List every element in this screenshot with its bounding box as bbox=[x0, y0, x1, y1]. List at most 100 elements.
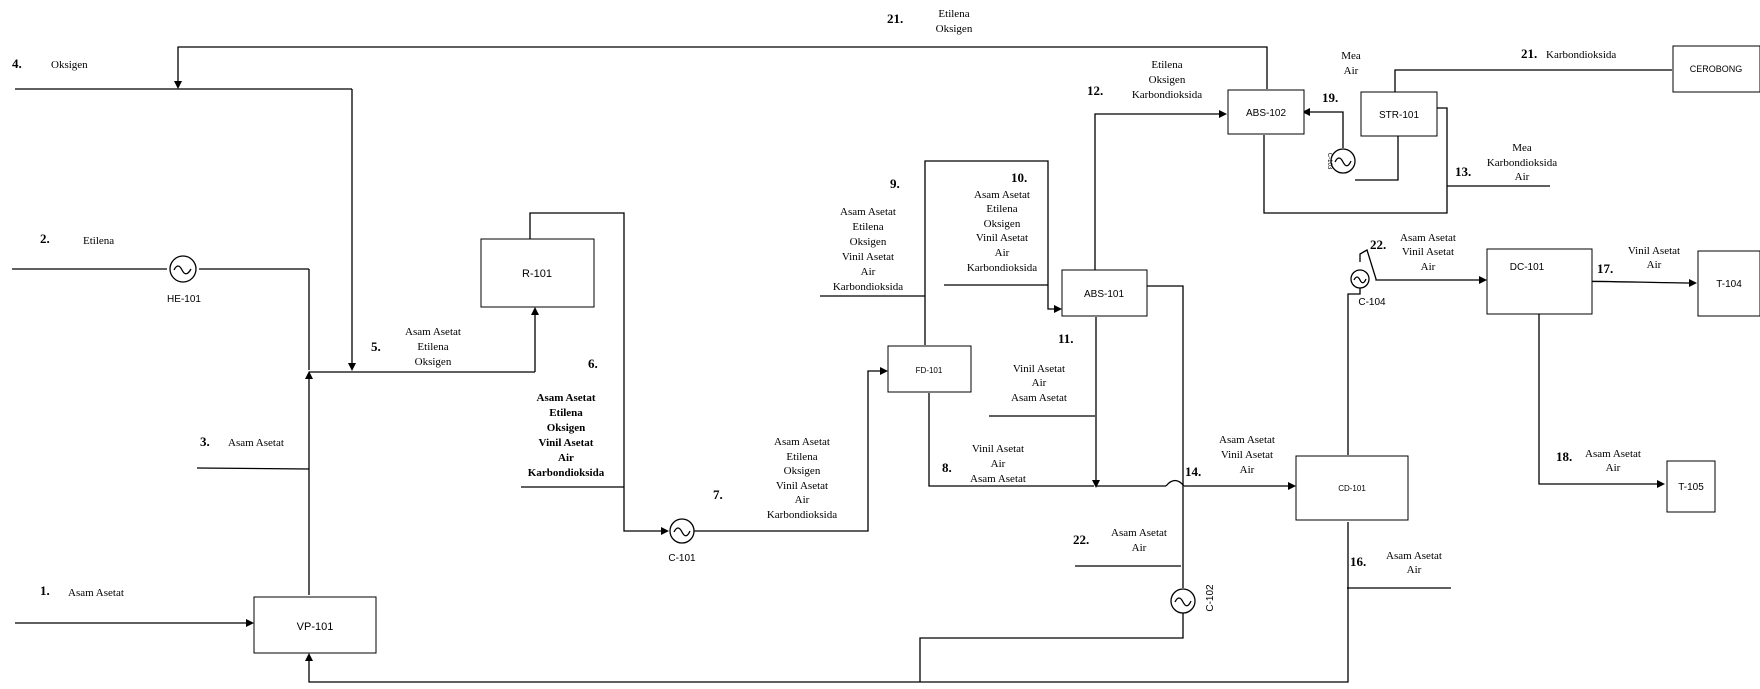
c-104-label: C-104 bbox=[1358, 297, 1386, 308]
cd-101-label: CD-101 bbox=[1338, 484, 1366, 493]
stream-11-component: Asam Asetat bbox=[1011, 392, 1067, 404]
stream-9-component: Oksigen bbox=[850, 236, 887, 248]
stream-18-component: Asam Asetat bbox=[1585, 448, 1641, 460]
stream-19-component: Air bbox=[1344, 65, 1359, 77]
stream-14-component: Asam Asetat bbox=[1219, 434, 1275, 446]
stream-12-component: Etilena bbox=[1151, 59, 1182, 71]
abs-102-label: ABS-102 bbox=[1246, 108, 1286, 119]
stream-1-number: 1. bbox=[40, 583, 50, 598]
equipment-fd-101: FD-101 bbox=[887, 345, 972, 393]
c-101-label: C-101 bbox=[668, 553, 696, 564]
c-102-label: C-102 bbox=[1205, 584, 1216, 612]
stream-22-component: Asam Asetat bbox=[1111, 527, 1167, 539]
c-101-icon bbox=[669, 518, 695, 544]
stream-7-component: Karbondioksida bbox=[767, 509, 837, 521]
str-101-label: STR-101 bbox=[1379, 110, 1419, 121]
stream-21-cerobong-number: 21. bbox=[1521, 46, 1537, 61]
stream-18-number: 18. bbox=[1556, 449, 1572, 464]
c-103-label: C-103 bbox=[1326, 153, 1332, 170]
stream-6-component: Oksigen bbox=[547, 422, 586, 434]
stream-10-component: Asam Asetat bbox=[974, 189, 1030, 201]
stream-9-component: Karbondioksida bbox=[833, 281, 903, 293]
stream-1-component: Asam Asetat bbox=[68, 587, 124, 599]
stream-12-number: 12. bbox=[1087, 83, 1103, 98]
stream-14-component: Vinil Asetat bbox=[1221, 449, 1273, 461]
vp-101-label: VP-101 bbox=[297, 621, 334, 633]
stream-17-component: Vinil Asetat bbox=[1628, 245, 1680, 257]
stream-19-component: Mea bbox=[1341, 50, 1361, 62]
stream-9-number: 9. bbox=[890, 176, 900, 191]
stream-5-component: Oksigen bbox=[415, 356, 452, 368]
stream-13-component: Karbondioksida bbox=[1487, 157, 1557, 169]
stream-22-c104-number: 22. bbox=[1370, 237, 1386, 252]
t-104-label: T-104 bbox=[1716, 279, 1742, 290]
stream-6-component: Karbondioksida bbox=[528, 467, 605, 479]
stream-7-component: Air bbox=[795, 494, 810, 506]
stream-21-component: Oksigen bbox=[936, 23, 973, 35]
stream-12-component: Karbondioksida bbox=[1132, 89, 1202, 101]
stream-7-component: Asam Asetat bbox=[774, 436, 830, 448]
stream-5-component: Asam Asetat bbox=[405, 326, 461, 338]
stream-13-component: Air bbox=[1515, 171, 1530, 183]
stream-14-number: 14. bbox=[1185, 464, 1201, 479]
fd-101-label: FD-101 bbox=[916, 366, 943, 375]
stream-4-number: 4. bbox=[12, 56, 22, 71]
equipment-r-101: R-101 bbox=[480, 238, 595, 308]
equipment-vp-101: VP-101 bbox=[253, 596, 377, 654]
abs-101-label: ABS-101 bbox=[1084, 289, 1124, 300]
stream-10-component: Karbondioksida bbox=[967, 262, 1037, 274]
stream-19-number: 19. bbox=[1322, 90, 1338, 105]
stream-2-component: Etilena bbox=[83, 235, 114, 247]
dc-101-label: DC-101 bbox=[1510, 262, 1545, 273]
stream-3-number: 3. bbox=[200, 434, 210, 449]
stream-11-component: Vinil Asetat bbox=[1013, 363, 1065, 375]
equipment-str-101: STR-101 bbox=[1360, 91, 1438, 137]
stream-8-component: Vinil Asetat bbox=[972, 443, 1024, 455]
stream-13-number: 13. bbox=[1455, 164, 1471, 179]
stream-6-component: Asam Asetat bbox=[537, 392, 596, 404]
stream-10-component: Etilena bbox=[986, 203, 1017, 215]
stream-9-component: Vinil Asetat bbox=[842, 251, 894, 263]
equipment-dc-101: DC-101 bbox=[1486, 248, 1593, 315]
stream-10-number: 10. bbox=[1011, 170, 1027, 185]
stream-17-number: 17. bbox=[1597, 261, 1613, 276]
stream-7-component: Vinil Asetat bbox=[776, 480, 828, 492]
equipment-cerobong: CEROBONG bbox=[1672, 45, 1760, 93]
stream-6-component: Vinil Asetat bbox=[539, 437, 594, 449]
stream-10-component: Vinil Asetat bbox=[976, 232, 1028, 244]
stream-22-c104-component: Vinil Asetat bbox=[1402, 246, 1454, 258]
stream-7-number: 7. bbox=[713, 487, 723, 502]
equipment-t-105: T-105 bbox=[1666, 460, 1716, 513]
stream-8-component: Asam Asetat bbox=[970, 473, 1026, 485]
stream-8-number: 8. bbox=[942, 460, 952, 475]
stream-2-number: 2. bbox=[40, 231, 50, 246]
stream-16-component: Air bbox=[1407, 564, 1422, 576]
stream-11-number: 11. bbox=[1058, 331, 1074, 346]
stream-16-component: Asam Asetat bbox=[1386, 550, 1442, 562]
stream-17-component: Air bbox=[1647, 259, 1662, 271]
c-102-icon bbox=[1170, 588, 1196, 614]
c-103-icon bbox=[1330, 148, 1356, 174]
stream-7-component: Oksigen bbox=[784, 465, 821, 477]
stream-9-component: Etilena bbox=[852, 221, 883, 233]
stream-18-component: Air bbox=[1606, 462, 1621, 474]
stream-3-component: Asam Asetat bbox=[228, 437, 284, 449]
cerobong-label: CEROBONG bbox=[1690, 64, 1743, 74]
stream-22-c104-component: Asam Asetat bbox=[1400, 232, 1456, 244]
stream-9-component: Air bbox=[861, 266, 876, 278]
stream-10-component: Air bbox=[995, 247, 1010, 259]
stream-8-component: Air bbox=[991, 458, 1006, 470]
stream-22-number: 22. bbox=[1073, 532, 1089, 547]
c-104-icon bbox=[1350, 269, 1370, 289]
stream-11-component: Air bbox=[1032, 377, 1047, 389]
stream-6-component: Etilena bbox=[549, 407, 583, 419]
stream-6-number: 6. bbox=[588, 356, 598, 371]
stream-labels: 1. Asam Asetat 2. Etilena 3. Asam Asetat… bbox=[12, 8, 1680, 599]
stream-7-component: Etilena bbox=[786, 451, 817, 463]
equipment-t-104: T-104 bbox=[1697, 250, 1760, 317]
stream-22-c104-component: Air bbox=[1421, 261, 1436, 273]
stream-21-cerobong-component: Karbondioksida bbox=[1546, 49, 1616, 61]
stream-10-component: Oksigen bbox=[984, 218, 1021, 230]
